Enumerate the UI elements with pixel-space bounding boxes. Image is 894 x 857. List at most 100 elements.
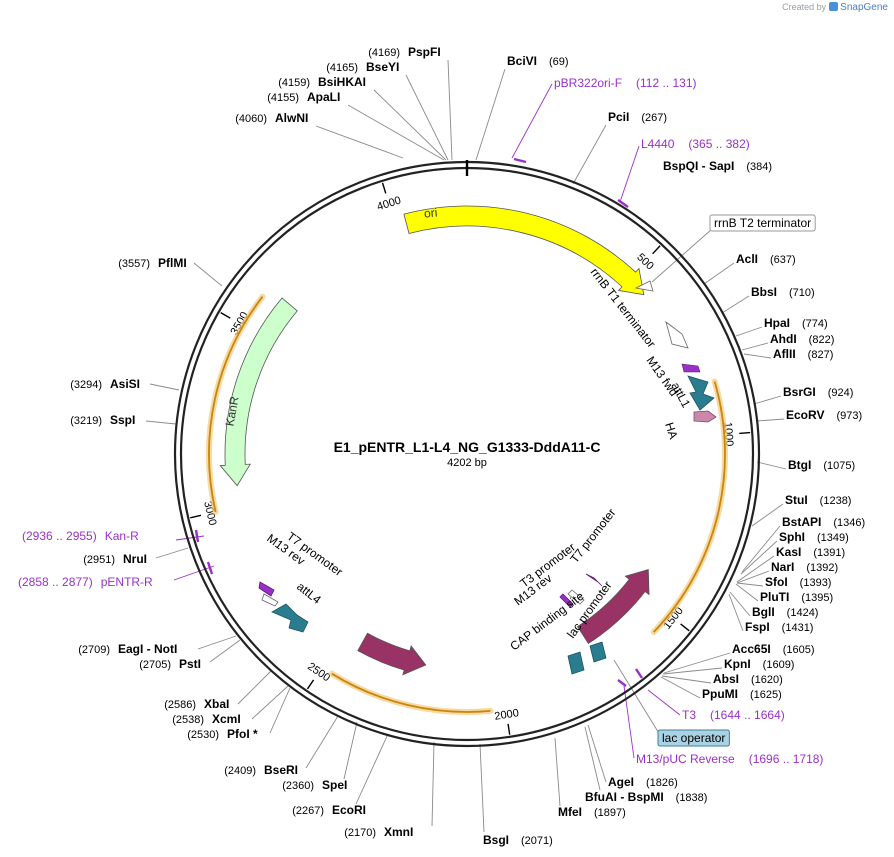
site-absi: AbsI(1620) xyxy=(713,672,783,686)
feature-label-lac-operator: lac operator xyxy=(657,729,730,747)
leader-bseri xyxy=(305,715,339,769)
primer-range-pbr322ori-f: (112 .. 131) xyxy=(636,76,696,90)
site-mfei: MfeI(1897) xyxy=(558,805,626,819)
primer-leader-pentr-r xyxy=(173,565,215,581)
site-pos-ppumi: (1625) xyxy=(750,689,782,701)
site-ppumi: PpuMI(1625) xyxy=(702,687,782,701)
site-name-acli: AclI xyxy=(736,252,758,266)
site-pos-xbai: (2586) xyxy=(164,699,196,711)
primer-leader-kan-r xyxy=(175,535,205,541)
site-aflii: AflII(827) xyxy=(773,347,833,361)
site-name-bseri: BseRI xyxy=(264,763,298,777)
primer-name-l4440: L4440 xyxy=(641,137,675,151)
site-pos-bgli: (1424) xyxy=(787,607,819,619)
site-pos-bspqi-sapi: (384) xyxy=(746,161,772,173)
site-pos-xcmi: (2538) xyxy=(172,714,204,726)
site-pcii: PciI(267) xyxy=(608,110,667,124)
site-pos-bbsi: (710) xyxy=(789,287,815,299)
site-pos-pluti: (1395) xyxy=(801,592,833,604)
site-pos-nrui: (2951) xyxy=(83,554,115,566)
site-sfoi: SfoI(1393) xyxy=(765,575,831,589)
primer-kan-r: (2936 .. 2955) Kan-R xyxy=(22,529,200,543)
site-pos-bsgi: (2071) xyxy=(521,835,553,847)
site-pos-alwni: (4060) xyxy=(235,113,267,125)
primer-leader-t3 xyxy=(647,689,681,716)
site-asisi: AsiSI(3294) xyxy=(70,377,140,391)
site-kpni: KpnI(1609) xyxy=(724,657,794,671)
leader-acli xyxy=(703,262,735,285)
site-pos-fspi: (1431) xyxy=(782,622,814,634)
site-bsgi: BsgI(2071) xyxy=(483,833,553,847)
site-bstapi: BstAPI(1346) xyxy=(782,515,865,529)
leader-sspi xyxy=(145,420,177,425)
site-name-eagi-noti: EagI - NotI xyxy=(118,642,177,656)
feature-m13-rev-l xyxy=(258,581,275,597)
site-name-alwni: AlwNI xyxy=(275,111,308,125)
leader-alwni xyxy=(315,125,404,159)
leader-spei xyxy=(343,721,358,780)
site-pos-pflmi: (3557) xyxy=(118,258,150,270)
leader-asisi xyxy=(149,383,180,391)
tick-label: 2000 xyxy=(494,707,520,723)
feature-attl1 xyxy=(687,375,715,411)
leader-bbsi xyxy=(721,295,750,314)
site-kasi: KasI(1391) xyxy=(776,545,845,559)
tick-label: 4000 xyxy=(376,195,403,214)
primer-name-pentr-r: pENTR-R xyxy=(101,575,153,589)
site-name-pfoi: PfoI * xyxy=(227,727,258,741)
primer-pbr322ori-f: pBR322ori-F (112 .. 131) xyxy=(513,76,697,164)
site-pos-acc65i: (1605) xyxy=(783,644,815,656)
credit-brand: SnapGene xyxy=(840,2,888,13)
site-pos-xmni: (2170) xyxy=(344,827,376,839)
feature-attl4 xyxy=(271,603,309,633)
site-sspi: SspI(3219) xyxy=(70,413,135,427)
feature-arrow-lacza xyxy=(577,569,650,645)
site-pos-stui: (1238) xyxy=(820,495,852,507)
feature-t7-promoter-l xyxy=(261,593,279,607)
site-name-fspi: FspI xyxy=(745,620,770,634)
leader-kpni xyxy=(662,667,723,675)
primer-range-kan-r: (2936 .. 2955) xyxy=(22,529,97,543)
feature-cap-site xyxy=(567,651,585,675)
leader-bgli xyxy=(729,591,751,617)
site-apali: ApaLI(4155) xyxy=(267,90,340,104)
site-name-bsrgi: BsrGI xyxy=(783,385,816,399)
site-name-ahdi: AhdI xyxy=(770,332,797,346)
leader-hpai xyxy=(735,326,763,337)
site-bsrgi: BsrGI(924) xyxy=(783,385,853,399)
plasmid-size: 4202 bp xyxy=(447,457,487,469)
leader-xmni xyxy=(431,741,435,827)
tick-mark-2500 xyxy=(306,679,315,690)
site-btgi: BtgI(1075) xyxy=(788,458,855,472)
backbone xyxy=(173,160,761,748)
site-name-bfuai-bspmi: BfuAI - BspMI xyxy=(585,790,664,804)
leader-sphi xyxy=(740,540,778,575)
site-name-stui: StuI xyxy=(785,493,808,507)
leader-pluti xyxy=(735,583,759,602)
site-pos-ecorv: (973) xyxy=(836,410,862,422)
site-psti: PstI(2705) xyxy=(139,657,201,671)
track-insert xyxy=(653,381,726,633)
site-name-kasi: KasI xyxy=(776,545,801,559)
leader-eagi-noti xyxy=(197,635,237,650)
primer-t3: T3(1644 .. 1664) xyxy=(635,668,785,722)
site-ecori: EcoRI(2267) xyxy=(292,803,366,817)
site-name-bcivi: BciVI xyxy=(507,54,537,68)
primer-name-pbr322ori-f: pBR322ori-F xyxy=(554,76,622,90)
primer-name-kan-r: Kan-R xyxy=(105,529,139,543)
site-xbai: XbaI (2586) xyxy=(164,697,229,711)
leader-mfei xyxy=(554,737,561,807)
feature-arrow-kanr xyxy=(219,297,298,487)
feature-t7-promoter-r xyxy=(585,573,603,587)
site-pos-sphi: (1349) xyxy=(817,532,849,544)
leader-psti xyxy=(209,639,241,663)
primer-mark-kan-r xyxy=(194,529,200,543)
tick-mark-1000 xyxy=(739,431,751,435)
site-name-bstapi: BstAPI xyxy=(782,515,821,529)
site-name-xbai: XbaI xyxy=(204,697,229,711)
site-name-hpai: HpaI xyxy=(764,316,790,330)
site-bbsi: BbsI(710) xyxy=(751,285,815,299)
leader-kasi xyxy=(736,555,775,583)
feature-label-t7-promoter-r: T7 promoter xyxy=(567,506,618,566)
